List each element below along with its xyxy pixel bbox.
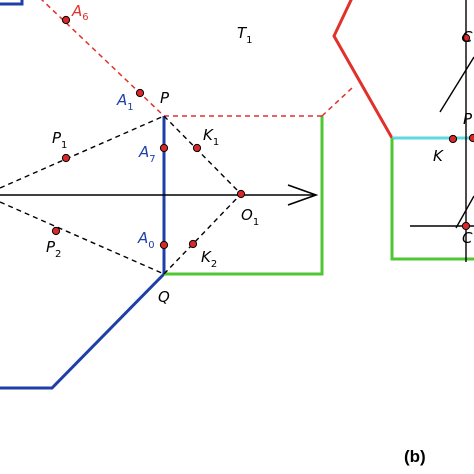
label-P2: P2 xyxy=(46,238,61,260)
blue-lower-boundary xyxy=(0,272,166,390)
label-A7: A7 xyxy=(138,143,156,165)
label-C-top: C xyxy=(462,28,473,46)
point-P-right xyxy=(468,133,474,143)
point-K-right xyxy=(448,134,458,144)
point-A1 xyxy=(135,88,145,98)
point-C-top xyxy=(461,33,471,43)
label-P1: P1 xyxy=(52,129,67,151)
label-K2: K2 xyxy=(201,248,217,270)
point-P1 xyxy=(61,153,71,163)
point-C-bottom xyxy=(461,221,471,231)
label-P: P xyxy=(160,89,170,107)
red-dashed-A6-P xyxy=(41,0,165,117)
green-rectangle xyxy=(164,116,324,276)
dashed-P-O1 xyxy=(163,115,242,195)
point-K1 xyxy=(192,143,202,153)
point-A0 xyxy=(159,240,169,250)
label-K1: K1 xyxy=(203,126,219,148)
label-A6: A6 xyxy=(71,2,89,23)
label-P-right: P xyxy=(463,110,473,128)
dashed-Q-O1 xyxy=(163,193,242,275)
right-diagonal-lower xyxy=(455,195,474,229)
points xyxy=(51,15,474,250)
label-K-right: K xyxy=(433,147,444,165)
point-K2 xyxy=(188,239,198,249)
right-diagonal xyxy=(439,56,474,113)
point-A6 xyxy=(61,15,71,25)
point-O1 xyxy=(236,189,246,199)
label-O1: O1 xyxy=(241,206,259,228)
label-C-bottom: C xyxy=(462,229,473,247)
green-edge-right xyxy=(390,138,474,261)
blue-top-edge xyxy=(0,0,24,6)
axis-arrowhead xyxy=(287,184,319,206)
red-polygon-edge xyxy=(332,0,394,139)
label-T1: T1 xyxy=(237,24,253,46)
dashed-left-P xyxy=(0,115,165,189)
label-A1: A1 xyxy=(116,91,134,113)
point-P2 xyxy=(51,226,61,236)
label-Q: Q xyxy=(158,288,170,306)
dashed-left-Q xyxy=(0,201,165,275)
point-A7 xyxy=(159,143,169,153)
red-dashed-corner xyxy=(321,87,353,117)
label-A0: A0 xyxy=(137,229,155,251)
panel-label: (b) xyxy=(404,447,426,466)
